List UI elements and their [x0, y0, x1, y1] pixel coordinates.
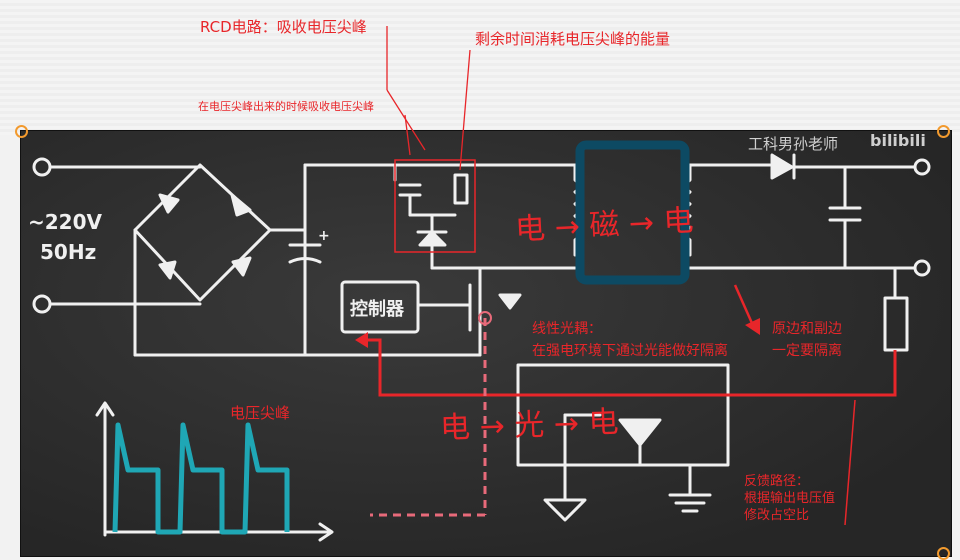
output-terminal-bottom — [913, 259, 931, 277]
optocoupler-box — [516, 363, 730, 467]
capacitor-polarity: + — [318, 228, 330, 244]
ground-symbol — [543, 498, 587, 522]
voltage-spike-label: 电压尖峰 — [230, 404, 291, 422]
input-voltage-label: ~220V — [28, 210, 102, 234]
led-icon — [618, 418, 662, 447]
rcd-absorb-label: 在电压尖峰出来的时候吸收电压尖峰 — [198, 100, 374, 113]
spike-waveform — [112, 422, 290, 535]
controller-box — [340, 280, 420, 334]
rcd-title-label: RCD电路：吸收电压尖峰 — [200, 18, 367, 36]
optocoupler-label-1: 线性光耦： — [532, 321, 602, 337]
input-frequency-label: 50Hz — [40, 240, 97, 264]
feedback-label-3: 修改占空比 — [744, 508, 810, 523]
output-terminal-top — [913, 158, 931, 176]
controller-label: 控制器 — [350, 299, 404, 320]
opto-handwriting: 电 → 光 → 电 — [439, 404, 620, 447]
diode-icon — [231, 256, 252, 277]
isolation-label-2: 一定要隔离 — [772, 343, 842, 359]
diode-icon — [158, 193, 180, 214]
bilibili-logo: bilibili — [870, 131, 926, 150]
author-watermark: 工科男孙老师 — [748, 135, 839, 153]
transformer-core — [575, 140, 690, 285]
rcd-highlight-box — [394, 159, 476, 253]
feedback-label-1: 反馈路径： — [744, 474, 810, 489]
remaining-time-label: 剩余时间消耗电压尖峰的能量 — [475, 30, 671, 48]
feedback-path — [365, 338, 897, 397]
pin-bottom-right — [937, 547, 950, 560]
feedback-label-2: 根据输出电压值 — [744, 491, 836, 506]
optocoupler-label-2: 在强电环境下通过光能做好隔离 — [532, 343, 728, 359]
bridge-rectifier — [133, 163, 272, 302]
diode-icon — [158, 260, 177, 280]
pin-top-right — [937, 125, 950, 138]
paper-background — [0, 0, 960, 135]
diode-icon — [230, 193, 252, 217]
pin-top-left — [15, 125, 28, 138]
diode-icon — [770, 153, 794, 180]
input-terminal-top — [32, 157, 52, 177]
isolation-label-1: 原边和副边 — [772, 321, 842, 337]
diode-icon — [498, 293, 522, 310]
input-terminal-bottom — [32, 294, 52, 314]
output-resistor — [883, 296, 909, 352]
diode-icon — [418, 230, 447, 247]
transfer-handwriting: 电 → 磁 → 电 — [514, 203, 695, 248]
